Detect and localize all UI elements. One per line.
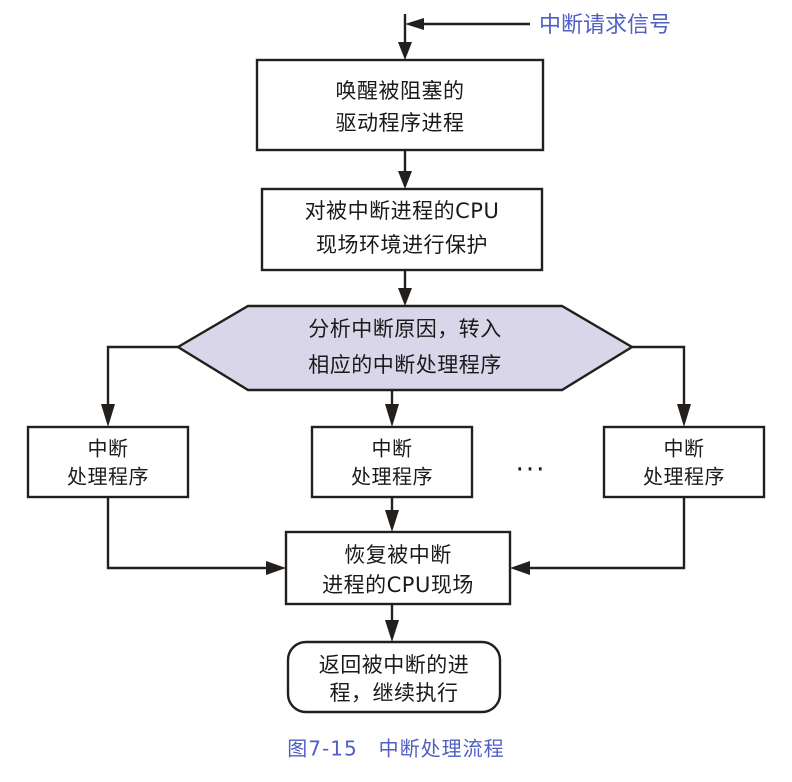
node-handler-right-line2: 处理程序 [643, 465, 725, 489]
connector-handler-right-to-restore [510, 497, 686, 575]
node-wake-driver[interactable]: 唤醒被阻塞的 驱动程序进程 [255, 58, 545, 152]
node-handler-right-line1: 中断 [664, 437, 705, 461]
node-analyze-cause-line2: 相应的中断处理程序 [308, 353, 502, 377]
connector-analyze-to-handler-left [101, 345, 178, 427]
node-save-context[interactable]: 对被中断进程的CPU 现场环境进行保护 [260, 187, 544, 272]
connector-analyze-to-handler-middle [385, 390, 399, 427]
connector-handler-middle-to-restore [385, 497, 399, 532]
connector-save-to-analyze [398, 270, 412, 306]
node-save-context-line1: 对被中断进程的CPU [305, 199, 500, 223]
connector-entry-to-wake [398, 14, 412, 60]
connector-handler-left-to-restore [106, 497, 286, 575]
node-restore-context-line1: 恢复被中断 [344, 543, 452, 567]
node-handler-right[interactable]: 中断 处理程序 [602, 425, 766, 499]
node-handler-left[interactable]: 中断 处理程序 [26, 425, 190, 499]
node-restore-context-line2: 进程的CPU现场 [322, 573, 474, 597]
handlers-ellipsis: ... [516, 448, 547, 478]
figure-caption: 图7-15 中断处理流程 [287, 737, 504, 761]
node-wake-driver-line1: 唤醒被阻塞的 [336, 79, 465, 103]
node-return-process[interactable]: 返回被中断的进 程，继续执行 [286, 640, 502, 714]
connector-analyze-to-handler-right [632, 345, 691, 427]
node-return-process-line1: 返回被中断的进 [319, 653, 470, 677]
interrupt-request-label: 中断请求信号 [539, 13, 671, 38]
node-wake-driver-line2: 驱动程序进程 [336, 111, 465, 135]
node-save-context-line2: 现场环境进行保护 [316, 233, 488, 257]
connector-restore-to-return [385, 604, 399, 642]
node-analyze-cause[interactable]: 分析中断原因，转入 相应的中断处理程序 [175, 304, 635, 392]
connector-interrupt-request [405, 18, 530, 30]
node-handler-middle[interactable]: 中断 处理程序 [310, 425, 474, 499]
node-handler-middle-line2: 处理程序 [351, 465, 433, 489]
node-handler-left-line2: 处理程序 [67, 465, 149, 489]
node-restore-context[interactable]: 恢复被中断 进程的CPU现场 [284, 530, 512, 606]
node-handler-middle-line1: 中断 [372, 437, 413, 461]
node-analyze-cause-line1: 分析中断原因，转入 [308, 317, 502, 341]
node-handler-left-line1: 中断 [88, 437, 129, 461]
connector-wake-to-save [398, 150, 412, 189]
node-return-process-line2: 程，继续执行 [330, 681, 459, 705]
